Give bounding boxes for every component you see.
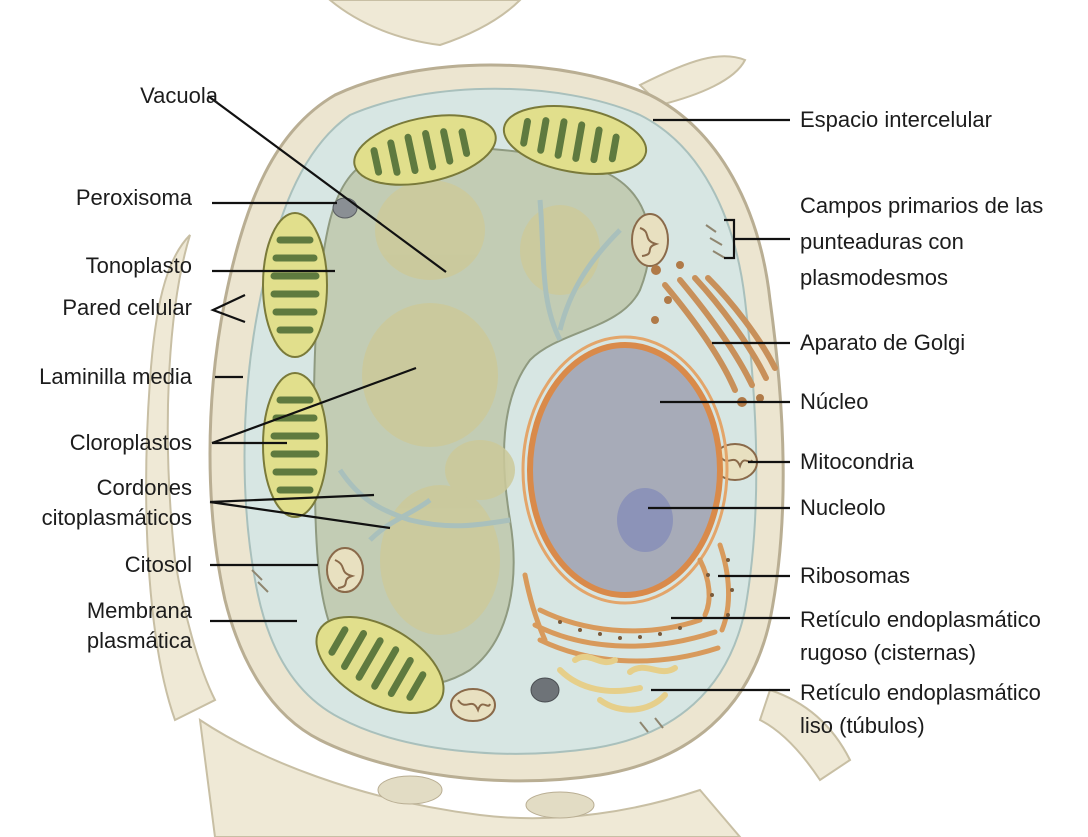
label-aparato-golgi: Aparato de Golgi bbox=[800, 328, 965, 358]
peroxisome bbox=[531, 678, 559, 702]
mitochondrion bbox=[632, 214, 668, 266]
nucleolus bbox=[617, 488, 673, 552]
label-pared-celular: Pared celular bbox=[62, 293, 192, 323]
mitochondrion bbox=[327, 548, 363, 592]
chloroplast bbox=[263, 373, 327, 517]
label-espacio-intercelular: Espacio intercelular bbox=[800, 105, 992, 135]
label-vacuola: Vacuola bbox=[140, 81, 218, 111]
label-peroxisoma: Peroxisoma bbox=[76, 183, 192, 213]
label-citosol: Citosol bbox=[125, 550, 192, 580]
label-cordones-citoplasmaticos: Cordones citoplasmáticos bbox=[42, 473, 192, 533]
nucleus bbox=[523, 337, 727, 603]
chloroplast bbox=[263, 213, 327, 357]
label-reticulo-rugoso: Retículo endoplasmático rugoso (cisterna… bbox=[800, 603, 1041, 669]
label-nucleolo: Nucleolo bbox=[800, 493, 886, 523]
label-campos-primarios: Campos primarios de las punteaduras con … bbox=[800, 188, 1043, 296]
label-mitocondria: Mitocondria bbox=[800, 447, 914, 477]
label-ribosomas: Ribosomas bbox=[800, 561, 910, 591]
peroxisome bbox=[333, 198, 357, 218]
label-reticulo-liso: Retículo endoplasmático liso (túbulos) bbox=[800, 676, 1041, 742]
label-laminilla-media: Laminilla media bbox=[39, 362, 192, 392]
label-tonoplasto: Tonoplasto bbox=[86, 251, 192, 281]
mitochondrion bbox=[451, 689, 495, 721]
label-nucleo: Núcleo bbox=[800, 387, 868, 417]
label-membrana-plasmatica: Membrana plasmática bbox=[87, 596, 192, 656]
label-cloroplastos: Cloroplastos bbox=[70, 428, 192, 458]
